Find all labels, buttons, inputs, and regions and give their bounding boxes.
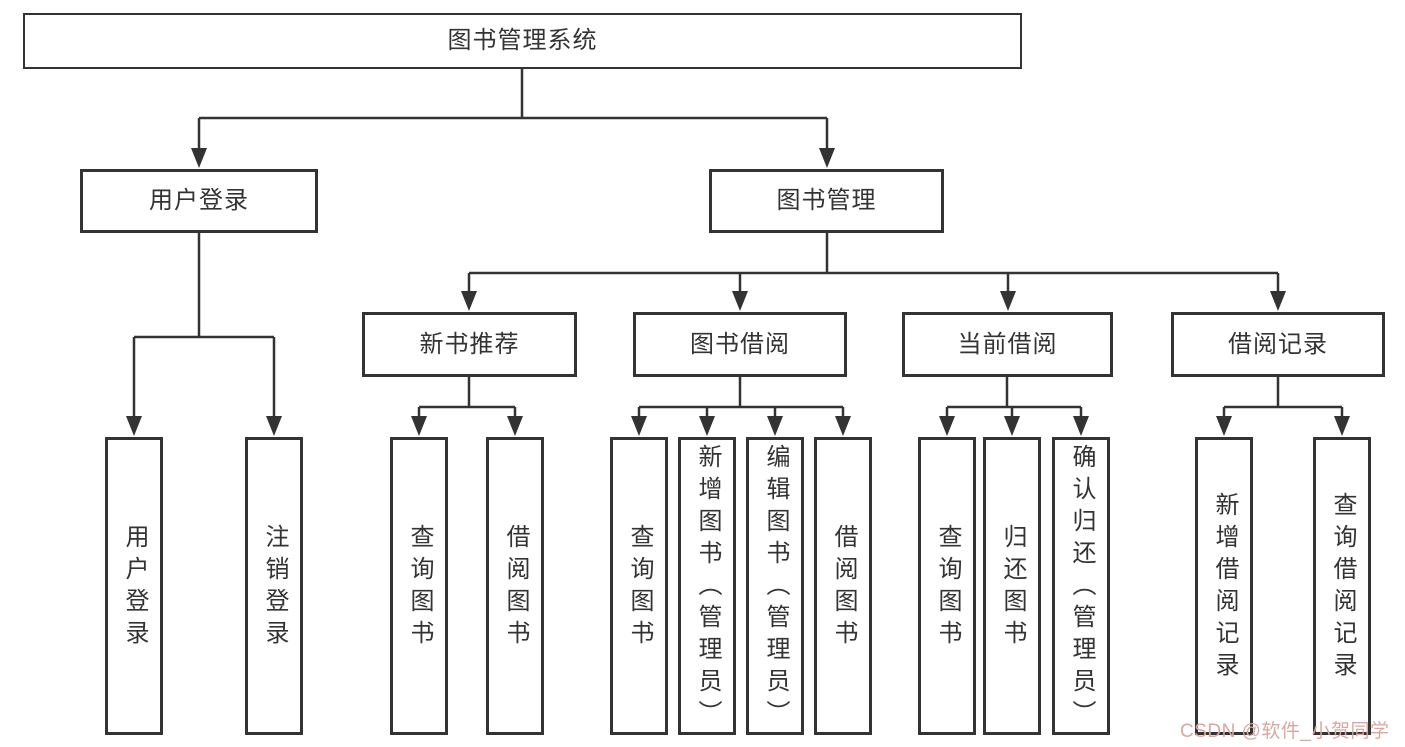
node-leaf-query-books-2: 查询图书 <box>610 437 668 735</box>
node-leaf-query-borrow-record: 查询借阅记录 <box>1313 437 1371 735</box>
node-user-login: 用户登录 <box>80 169 318 233</box>
node-current-borrow: 当前借阅 <box>902 312 1113 377</box>
node-leaf-logout: 注销登录 <box>245 437 303 735</box>
arrowheads <box>126 148 1350 436</box>
watermark-csdn: CSDN @软件_小贺同学 <box>1180 721 1390 742</box>
node-leaf-add-books-admin: 新增图书（管理员） <box>678 437 736 735</box>
node-leaf-edit-books-admin: 编辑图书（管理员） <box>746 437 804 735</box>
node-leaf-add-borrow-record: 新增借阅记录 <box>1195 437 1253 735</box>
node-book-management: 图书管理 <box>709 169 944 233</box>
node-leaf-borrow-books-1: 借阅图书 <box>486 437 544 735</box>
node-leaf-query-books-1: 查询图书 <box>390 437 448 735</box>
node-book-borrow: 图书借阅 <box>633 312 847 377</box>
node-borrow-records: 借阅记录 <box>1171 312 1385 377</box>
node-leaf-borrow-books-2: 借阅图书 <box>814 437 872 735</box>
node-library-system: 图书管理系统 <box>23 13 1022 69</box>
node-leaf-query-books-3: 查询图书 <box>918 437 976 735</box>
node-leaf-return-books: 归还图书 <box>983 437 1041 735</box>
node-new-book-recommend: 新书推荐 <box>362 312 577 377</box>
node-leaf-confirm-return-admin: 确认归还（管理员） <box>1052 437 1110 735</box>
node-leaf-user-login: 用户登录 <box>105 437 163 735</box>
